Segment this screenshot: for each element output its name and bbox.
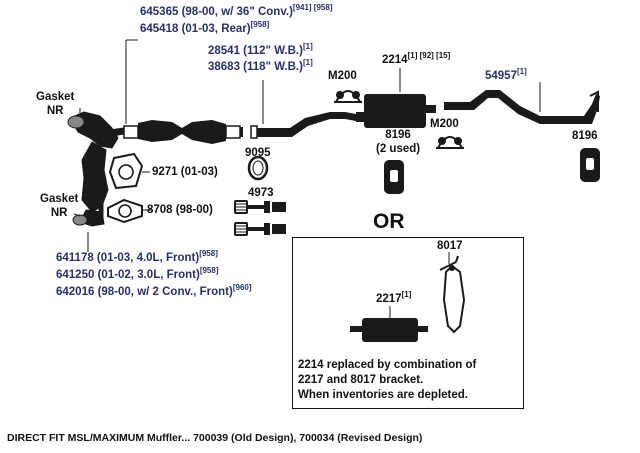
label-text: 641250 (01-02, 3.0L, Front) — [56, 269, 200, 281]
bracket-8017 — [439, 252, 466, 334]
note-line: 2214 replaced by combination of — [298, 359, 477, 371]
label-641250: 641250 (01-02, 3.0L, Front)[958] — [56, 266, 219, 282]
label-ref: [1] — [302, 58, 313, 68]
intermediate-pipe — [250, 112, 356, 139]
label-text: 38683 (118" W.B.) — [208, 61, 303, 73]
label-4973: 4973 — [248, 187, 274, 199]
label-9095: 9095 — [245, 147, 271, 159]
gasket-9271 — [108, 152, 144, 190]
replacement-note: 2214 replaced by combination of 2217 and… — [298, 358, 476, 403]
converter-pipe — [123, 120, 243, 144]
label-8708: 8708 (98-00) — [147, 204, 213, 216]
clamp-m200-right — [436, 136, 464, 149]
label-8196-center: 8196 (2 used) — [376, 128, 420, 156]
note-line: 2217 and 8017 bracket. — [298, 374, 424, 386]
label-line: NR — [46, 105, 64, 117]
tailpipe-54957 — [444, 90, 600, 124]
label-line: (2 used) — [376, 143, 421, 155]
label-2214: 2214[1] [92] [15] — [382, 51, 451, 67]
muffler-2217 — [350, 306, 428, 342]
label-gasket-top: Gasket NR — [36, 90, 74, 118]
label-text: 54957 — [485, 70, 517, 82]
label-9271: 9271 (01-03) — [152, 166, 218, 178]
label-ref: [941] [958] — [292, 3, 333, 13]
label-text: 2214 — [382, 54, 408, 66]
label-text: 645418 (01-03, Rear) — [140, 23, 251, 35]
label-line: Gasket — [40, 193, 79, 205]
label-ref: [1] — [302, 42, 313, 52]
label-28541: 28541 (112" W.B.)[1] — [208, 42, 313, 58]
label-ref: [958] — [250, 20, 270, 30]
label-m200-right: M200 — [430, 118, 459, 130]
leader-lines — [73, 39, 541, 252]
gasket-8708 — [107, 198, 143, 224]
label-645365: 645365 (98-00, w/ 36" Conv.)[941] [958] — [140, 3, 333, 19]
label-text: 2217 — [376, 293, 402, 305]
bolts-4973 — [234, 200, 286, 236]
label-m200-top: M200 — [328, 70, 357, 82]
label-line: Gasket — [36, 91, 75, 103]
or-label: OR — [373, 210, 405, 233]
hanger-8196-center — [384, 160, 404, 194]
clamp-m200-top — [334, 90, 362, 103]
label-8196-right: 8196 — [572, 130, 598, 142]
ring-9095 — [247, 155, 269, 181]
label-text: 642016 (98-00, w/ 2 Conv., Front) — [56, 286, 233, 298]
label-2217: 2217[1] — [376, 290, 412, 306]
note-line: When inventories are depleted. — [298, 389, 468, 401]
label-642016: 642016 (98-00, w/ 2 Conv., Front)[960] — [56, 283, 252, 299]
label-text: 641178 (01-03, 4.0L, Front) — [56, 252, 200, 264]
footer-caption: DIRECT FIT MSL/MAXIMUM Muffler... 700039… — [7, 432, 423, 444]
label-text: 645365 (98-00, w/ 36" Conv.) — [140, 6, 293, 18]
label-645418: 645418 (01-03, Rear)[958] — [140, 20, 270, 36]
label-641178: 641178 (01-03, 4.0L, Front)[958] — [56, 249, 218, 265]
label-38683: 38683 (118" W.B.)[1] — [208, 58, 313, 74]
label-ref: [960] — [232, 283, 252, 293]
label-line: NR — [50, 207, 68, 219]
label-line: 8196 — [385, 129, 411, 141]
label-8017: 8017 — [437, 240, 463, 252]
label-54957: 54957[1] — [485, 67, 527, 83]
label-ref: [1] [92] [15] — [407, 51, 451, 61]
muffler-2214 — [356, 94, 436, 128]
label-text: 28541 (112" W.B.) — [208, 45, 303, 57]
label-ref: [958] — [199, 266, 219, 276]
front-converter-assembly — [67, 111, 125, 227]
label-ref: [1] — [516, 67, 527, 77]
label-ref: [1] — [401, 290, 412, 300]
label-ref: [958] — [199, 249, 218, 259]
hanger-8196-right — [580, 148, 600, 182]
label-gasket-bottom: Gasket NR — [40, 192, 78, 220]
replacement-box — [292, 237, 524, 409]
